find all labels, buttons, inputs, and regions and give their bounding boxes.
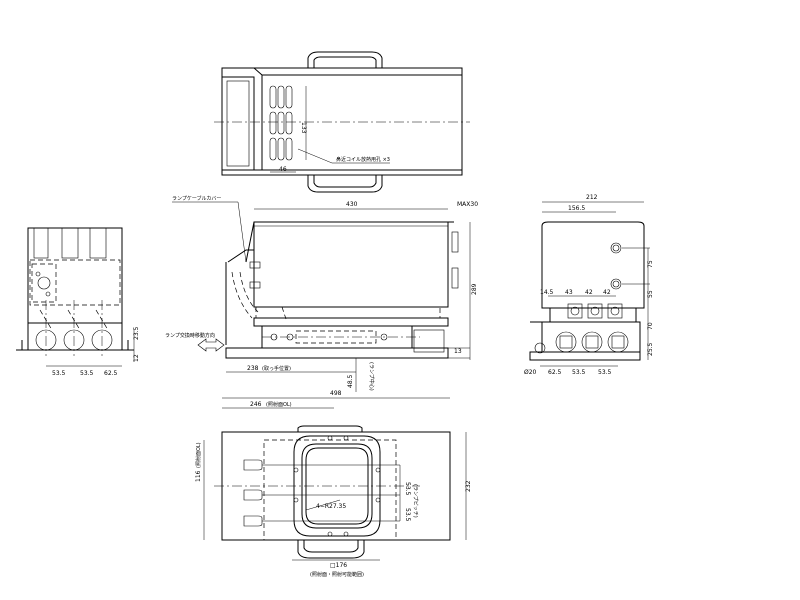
bottom-view: 498 246 (照射面OL): [195, 390, 472, 578]
dim-116: 116: [195, 470, 202, 482]
dim-176: □176: [330, 562, 347, 569]
irradiation-116-label: (照射面OL): [195, 442, 202, 468]
dim-48-5: 48.5: [347, 374, 354, 388]
lamp-cable-cover-label: ランプケーブルカバー: [172, 195, 221, 202]
dim-246: 246: [250, 401, 262, 408]
dim-430: 430: [346, 201, 358, 208]
handle-pos-label: (取っ手位置): [262, 365, 291, 372]
irradiation-246-label: (照射面OL): [266, 401, 292, 408]
lamp-pitch-label: (ランプピッチ): [412, 484, 418, 518]
dim-53-5-bottom-b: 53.5: [404, 508, 411, 522]
dim-70: 70: [647, 322, 654, 330]
dim-55: 55: [647, 290, 654, 298]
lamp-outlines: [243, 459, 400, 527]
dim-42-a: 42: [585, 289, 593, 296]
cooling-holes-label: 鼻近コイル放熱用孔 ×3: [336, 156, 390, 163]
dim-43: 43: [565, 289, 573, 296]
cooling-slots: [269, 85, 293, 161]
dim-53-5-bottom-a: 53.5: [404, 482, 411, 496]
dim-498: 498: [330, 390, 342, 397]
dim-212: 212: [586, 194, 598, 201]
dim-23-5: 23.5: [133, 326, 140, 340]
dim-133: 133: [300, 122, 307, 134]
dim-25-5: 25.5: [647, 342, 654, 356]
max30-label: MAX30: [457, 201, 478, 208]
dim-62-5-side: 62.5: [548, 369, 562, 376]
dim-232: 232: [465, 480, 472, 492]
bottom-bolts: [293, 435, 381, 537]
dim-14-5: 14.5: [540, 289, 554, 296]
side-view: 212 156.5 75 55 70 25.5 14.5 43 42 42: [524, 194, 654, 376]
lamp-center-label: (ランプ中心): [368, 362, 375, 391]
dim-53-5-left-a: 53.5: [52, 370, 66, 377]
dim-75: 75: [647, 260, 654, 268]
dim-13: 13: [454, 348, 462, 355]
dim-12: 12: [133, 354, 140, 362]
dim-53-5-side-a: 53.5: [572, 369, 586, 376]
lamp-exchange-label: ランプ交換時移動方向: [165, 332, 215, 339]
dim-289: 289: [471, 283, 478, 295]
front-view: 430 MAX30 289 ランプケーブルカバー 13 ランプ交換時移: [165, 195, 478, 392]
irradiation-area-label: (照射面・照射可能範囲): [310, 571, 364, 578]
dim-phi20: Ø20: [524, 369, 537, 376]
left-end-view: 23.5 12 53.5 53.5 62.5: [16, 227, 140, 377]
dim-53-5-left-b: 53.5: [80, 370, 94, 377]
dim-53-5-side-b: 53.5: [598, 369, 612, 376]
corner-radius-label: 4−R27.35: [316, 503, 346, 510]
dim-238: 238: [247, 365, 259, 372]
dim-156-5: 156.5: [568, 205, 585, 212]
top-view: 133 46 鼻近コイル放熱用孔 ×3: [214, 51, 470, 193]
dim-42-b: 42: [603, 289, 611, 296]
dim-62-5-left: 62.5: [104, 370, 118, 377]
dim-46: 46: [279, 166, 287, 173]
